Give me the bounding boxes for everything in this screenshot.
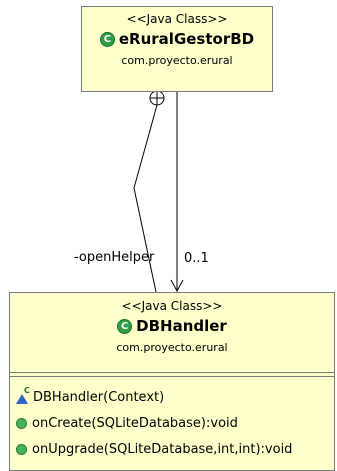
association-line-left bbox=[133, 104, 158, 293]
package-label: com.proyecto.erural bbox=[116, 341, 228, 354]
class-name: C DBHandler bbox=[10, 317, 334, 335]
operation-row[interactable]: onUpgrade(SQLiteDatabase,int,int):void bbox=[16, 442, 292, 457]
attributes-divider bbox=[10, 372, 334, 373]
operations-divider bbox=[10, 376, 334, 377]
class-box-erural-gestor-bd[interactable]: <<Java Class>> C eRuralGestorBD com.proy… bbox=[81, 6, 273, 92]
stereotype-label: <<Java Class>> bbox=[126, 12, 228, 26]
association-multiplicity-label: 0..1 bbox=[184, 251, 209, 266]
public-method-icon bbox=[16, 444, 27, 455]
class-name-text: DBHandler bbox=[136, 317, 227, 335]
containment-circle-icon bbox=[149, 90, 165, 106]
operation-signature: onCreate(SQLiteDatabase):void bbox=[32, 416, 238, 431]
class-icon: C bbox=[99, 31, 115, 47]
constructor-icon: C bbox=[16, 386, 30, 404]
open-arrowhead-icon bbox=[170, 279, 184, 293]
association-role-label: -openHelper bbox=[74, 250, 155, 265]
operation-row[interactable]: C DBHandler(Context) bbox=[16, 386, 165, 405]
public-method-icon bbox=[16, 418, 27, 429]
operation-signature: DBHandler(Context) bbox=[33, 390, 165, 405]
class-box-db-handler[interactable]: <<Java Class>> C DBHandler com.proyecto.… bbox=[9, 292, 335, 471]
stereotype-label: <<Java Class>> bbox=[121, 299, 223, 313]
class-name: C eRuralGestorBD bbox=[82, 30, 272, 48]
operation-signature: onUpgrade(SQLiteDatabase,int,int):void bbox=[32, 442, 293, 457]
package-label: com.proyecto.erural bbox=[121, 54, 233, 67]
class-icon: C bbox=[117, 318, 133, 334]
operation-row[interactable]: onCreate(SQLiteDatabase):void bbox=[16, 416, 238, 431]
class-name-text: eRuralGestorBD bbox=[118, 30, 255, 48]
